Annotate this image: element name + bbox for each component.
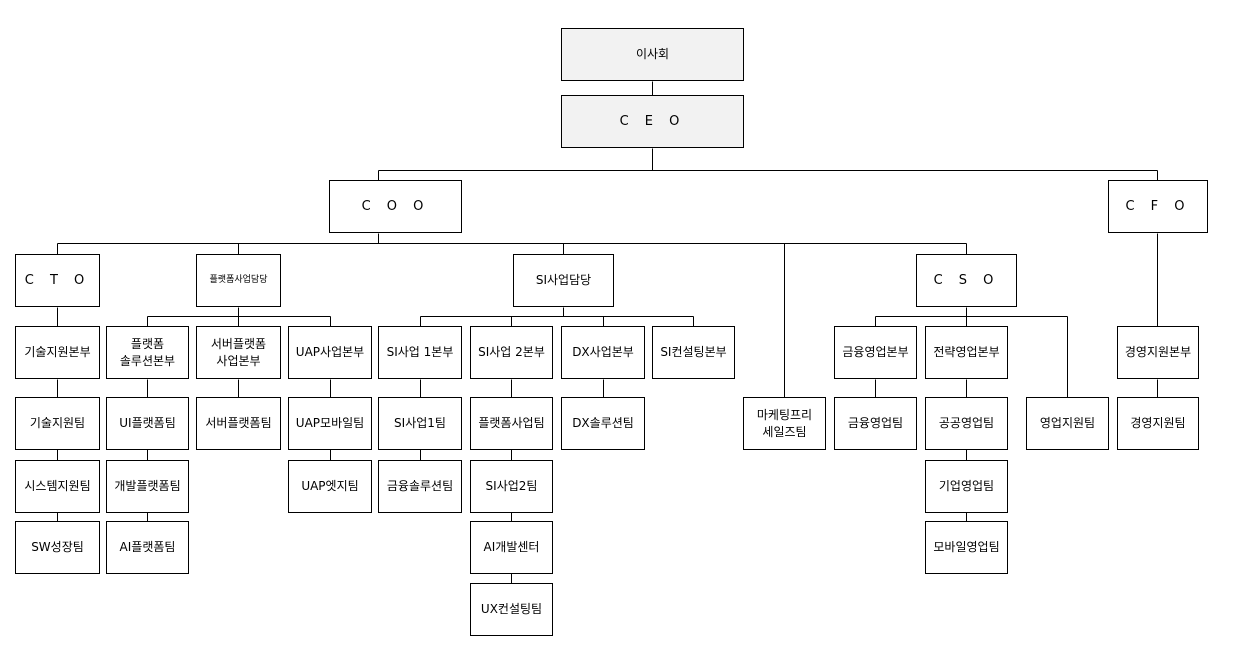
node-system-support-team: 시스템지원팀 <box>15 460 100 513</box>
node-dx-solution-team: DX솔루션팀 <box>561 397 645 450</box>
node-tech-support-div: 기술지원본부 <box>15 326 100 379</box>
node-server-platform-div: 서버플랫폼 사업본부 <box>196 326 281 379</box>
node-cfo: C F O <box>1108 180 1208 233</box>
node-platform-solution-div: 플랫폼 솔루션본부 <box>106 326 189 379</box>
node-si-div-1: SI사업 1본부 <box>378 326 462 379</box>
node-public-sales-team: 공공영업팀 <box>925 397 1008 450</box>
node-marketing-freesales-team: 마케팅프리 세일즈팀 <box>743 397 826 450</box>
node-server-platform-team: 서버플랫폼팀 <box>196 397 281 450</box>
node-ux-consulting-team: UX컨설팅팀 <box>470 583 553 636</box>
node-cso: C S O <box>916 254 1017 307</box>
node-platform-biz: 플랫폼사업담당 <box>196 254 281 307</box>
node-uap-mobile-team: UAP모바일팀 <box>288 397 372 450</box>
node-ai-dev-center: AI개발센터 <box>470 521 553 574</box>
node-dx-div: DX사업본부 <box>561 326 645 379</box>
node-finance-sales-team: 금융영업팀 <box>834 397 917 450</box>
node-sw-growth-team: SW성장팀 <box>15 521 100 574</box>
node-platform-biz-team: 플랫폼사업팀 <box>470 397 553 450</box>
node-si-div-2: SI사업 2본부 <box>470 326 553 379</box>
node-sales-support-team: 영업지원팀 <box>1026 397 1109 450</box>
node-uap-edge-team: UAP엣지팀 <box>288 460 372 513</box>
node-enterprise-sales-team: 기업영업팀 <box>925 460 1008 513</box>
node-strategy-sales-div: 전략영업본부 <box>925 326 1008 379</box>
node-mgmt-support-team: 경영지원팀 <box>1117 397 1199 450</box>
node-finance-solution-team: 금융솔루션팀 <box>378 460 462 513</box>
node-ai-platform-team: AI플랫폼팀 <box>106 521 189 574</box>
node-coo: C O O <box>329 180 462 233</box>
node-finance-sales-div: 금융영업본부 <box>834 326 917 379</box>
node-ui-platform-team: UI플랫폼팀 <box>106 397 189 450</box>
node-si-biz: SI사업담당 <box>513 254 614 307</box>
node-uap-div: UAP사업본부 <box>288 326 372 379</box>
node-ceo: C E O <box>561 95 744 148</box>
node-si-team-2: SI사업2팀 <box>470 460 553 513</box>
node-dev-platform-team: 개발플랫폼팀 <box>106 460 189 513</box>
node-mgmt-support-div: 경영지원본부 <box>1117 326 1199 379</box>
node-si-team-1: SI사업1팀 <box>378 397 462 450</box>
node-cto: C T O <box>15 254 100 307</box>
node-mobile-sales-team: 모바일영업팀 <box>925 521 1008 574</box>
node-si-consulting-div: SI컨설팅본부 <box>652 326 735 379</box>
node-tech-support-team: 기술지원팀 <box>15 397 100 450</box>
node-board: 이사회 <box>561 28 744 81</box>
